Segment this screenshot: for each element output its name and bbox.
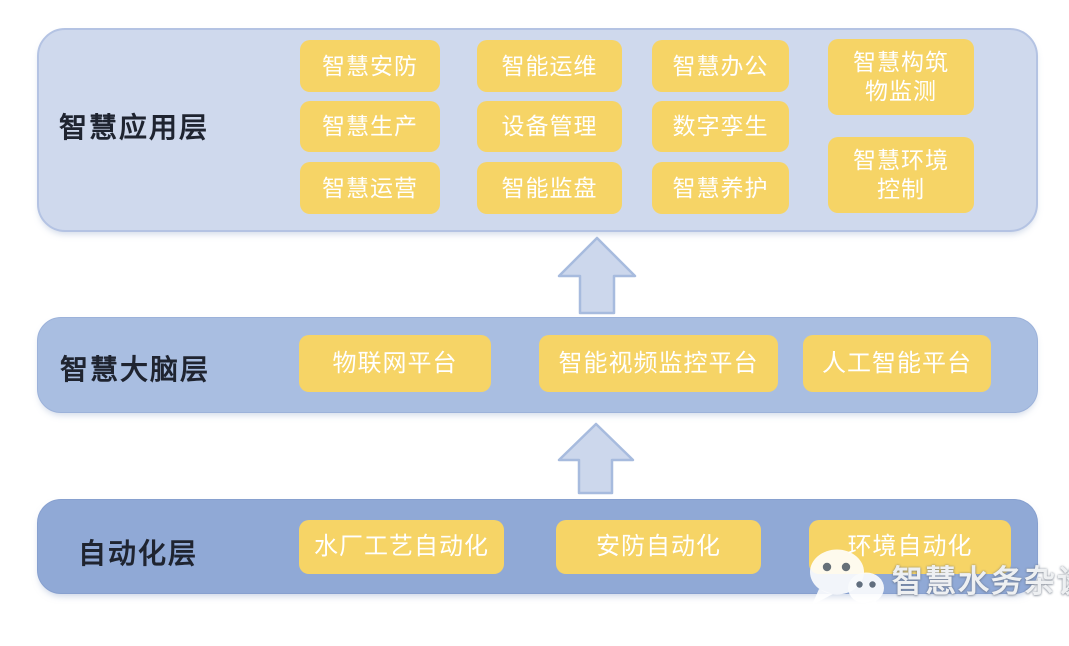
brain-layer-label: 智慧大脑层 <box>60 354 211 385</box>
auto-layer-container: 自动化层 水厂工艺自动化 安防自动化 环境自动化 <box>37 499 1038 594</box>
app-item: 智慧养护 <box>652 162 789 214</box>
app-item: 数字孪生 <box>652 101 789 152</box>
auto-item: 水厂工艺自动化 <box>299 520 504 574</box>
brain-item: 智能视频监控平台 <box>539 335 778 392</box>
app-item: 智慧办公 <box>652 40 789 92</box>
auto-item: 环境自动化 <box>809 520 1011 574</box>
up-arrow-icon <box>556 235 638 316</box>
app-item: 智能监盘 <box>477 162 622 214</box>
brain-item: 物联网平台 <box>299 335 491 392</box>
up-arrow-icon <box>556 421 636 496</box>
app-item: 智慧运营 <box>300 162 440 214</box>
app-item: 智慧环境 控制 <box>828 137 974 213</box>
app-layer-container: 智慧应用层 智慧安防 智慧生产 智慧运营 智能运维 设备管理 智能监盘 智慧办公… <box>37 28 1038 232</box>
app-item: 设备管理 <box>477 101 622 152</box>
brain-layer-container: 智慧大脑层 物联网平台 智能视频监控平台 人工智能平台 <box>37 317 1038 413</box>
app-item: 智慧生产 <box>300 101 440 152</box>
app-item: 智慧安防 <box>300 40 440 92</box>
auto-layer-label: 自动化层 <box>78 538 199 569</box>
app-layer-label: 智慧应用层 <box>59 112 210 143</box>
brain-item: 人工智能平台 <box>803 335 991 392</box>
app-item: 智能运维 <box>477 40 622 92</box>
app-item: 智慧构筑 物监测 <box>828 39 974 115</box>
auto-item: 安防自动化 <box>556 520 761 574</box>
